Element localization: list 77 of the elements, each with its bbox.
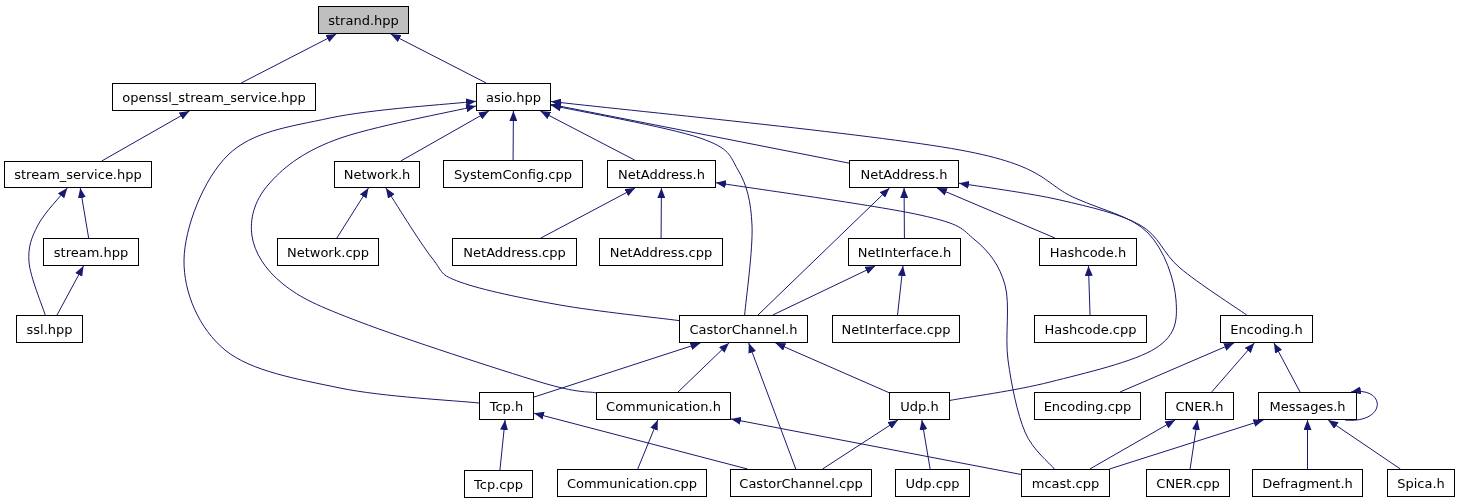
file-box: stream.hpp <box>43 238 139 266</box>
include-arrow <box>550 102 850 164</box>
include-arrow <box>533 411 748 470</box>
include-arrow <box>772 265 876 316</box>
file-box: Hashcode.cpp <box>1034 315 1147 343</box>
include-arrow <box>1089 419 1176 470</box>
include-arrow <box>919 419 931 470</box>
include-arrow <box>1211 342 1255 393</box>
file-box: Network.cpp <box>277 238 379 266</box>
file-box: asio.hpp <box>476 83 551 111</box>
file-box: NetAddress.h <box>849 160 959 188</box>
include-arrow <box>539 110 636 161</box>
include-arrow <box>250 104 597 394</box>
include-arrow <box>757 187 890 316</box>
file-box: Communication.cpp <box>557 469 707 497</box>
file-box: ssl.hpp <box>16 315 83 343</box>
include-arrow <box>240 33 337 84</box>
include-arrow <box>936 187 1056 239</box>
file-box: NetAddress.cpp <box>599 238 723 266</box>
include-arrow <box>499 419 508 471</box>
include-arrow <box>509 110 518 161</box>
file-box: NetInterface.cpp <box>832 315 960 343</box>
include-arrow <box>730 416 1022 475</box>
include-arrow <box>1189 419 1200 470</box>
include-arrow <box>897 265 906 316</box>
include-arrow <box>1084 265 1093 316</box>
include-arrow <box>385 187 680 322</box>
include-arrow <box>550 98 1177 401</box>
include-arrow <box>1119 342 1235 393</box>
file-box: SystemConfig.cpp <box>443 160 583 188</box>
include-arrow <box>533 342 701 398</box>
include-arrow <box>28 187 68 316</box>
include-arrow <box>77 187 90 239</box>
file-box: Encoding.h <box>1220 315 1313 343</box>
include-arrow <box>1303 419 1312 470</box>
file-box: Spica.h <box>1387 469 1455 497</box>
include-arrow <box>56 265 84 316</box>
include-arrow <box>958 180 1248 316</box>
file-box: Communication.h <box>596 392 731 420</box>
include-arrow <box>1327 419 1401 470</box>
file-box: openssl_stream_service.hpp <box>112 83 316 111</box>
file-box: Messages.h <box>1258 392 1357 420</box>
include-arrow <box>900 187 909 239</box>
file-box: strand.hpp <box>318 6 409 34</box>
include-arrow <box>677 342 730 393</box>
file-box: CastorChannel.cpp <box>730 469 872 497</box>
include-arrow <box>540 187 636 239</box>
include-arrow <box>101 110 190 162</box>
include-arrow <box>183 98 480 404</box>
file-box: Tcp.h <box>479 392 534 420</box>
include-arrow <box>748 342 797 470</box>
file-box: mcast.cpp <box>1021 469 1110 497</box>
file-box: stream_service.hpp <box>4 161 152 188</box>
include-arrow <box>1109 419 1264 470</box>
file-box: CastorChannel.h <box>679 315 808 343</box>
file-box: CNER.h <box>1165 392 1234 420</box>
file-box: Udp.h <box>889 392 950 420</box>
file-box: CNER.cpp <box>1146 469 1230 497</box>
include-arrow <box>400 110 490 162</box>
include-arrow <box>822 419 899 470</box>
include-arrow <box>550 103 753 316</box>
include-arrow <box>336 187 369 239</box>
file-box: Network.h <box>334 161 420 188</box>
include-arrow <box>775 342 890 394</box>
include-arrow <box>715 180 1055 470</box>
include-arrow <box>390 33 487 84</box>
file-box: NetAddress.h <box>607 160 716 188</box>
file-box: NetInterface.h <box>848 238 961 266</box>
file-box: Udp.cpp <box>895 469 970 497</box>
include-arrow <box>1273 342 1301 393</box>
include-arrow <box>637 419 659 470</box>
file-box: Encoding.cpp <box>1034 392 1141 420</box>
include-arrow <box>657 187 666 239</box>
file-box: Defragment.h <box>1252 469 1363 497</box>
file-box: Hashcode.h <box>1039 238 1137 266</box>
file-box: Tcp.cpp <box>464 470 533 498</box>
file-box: NetAddress.cpp <box>452 238 577 266</box>
